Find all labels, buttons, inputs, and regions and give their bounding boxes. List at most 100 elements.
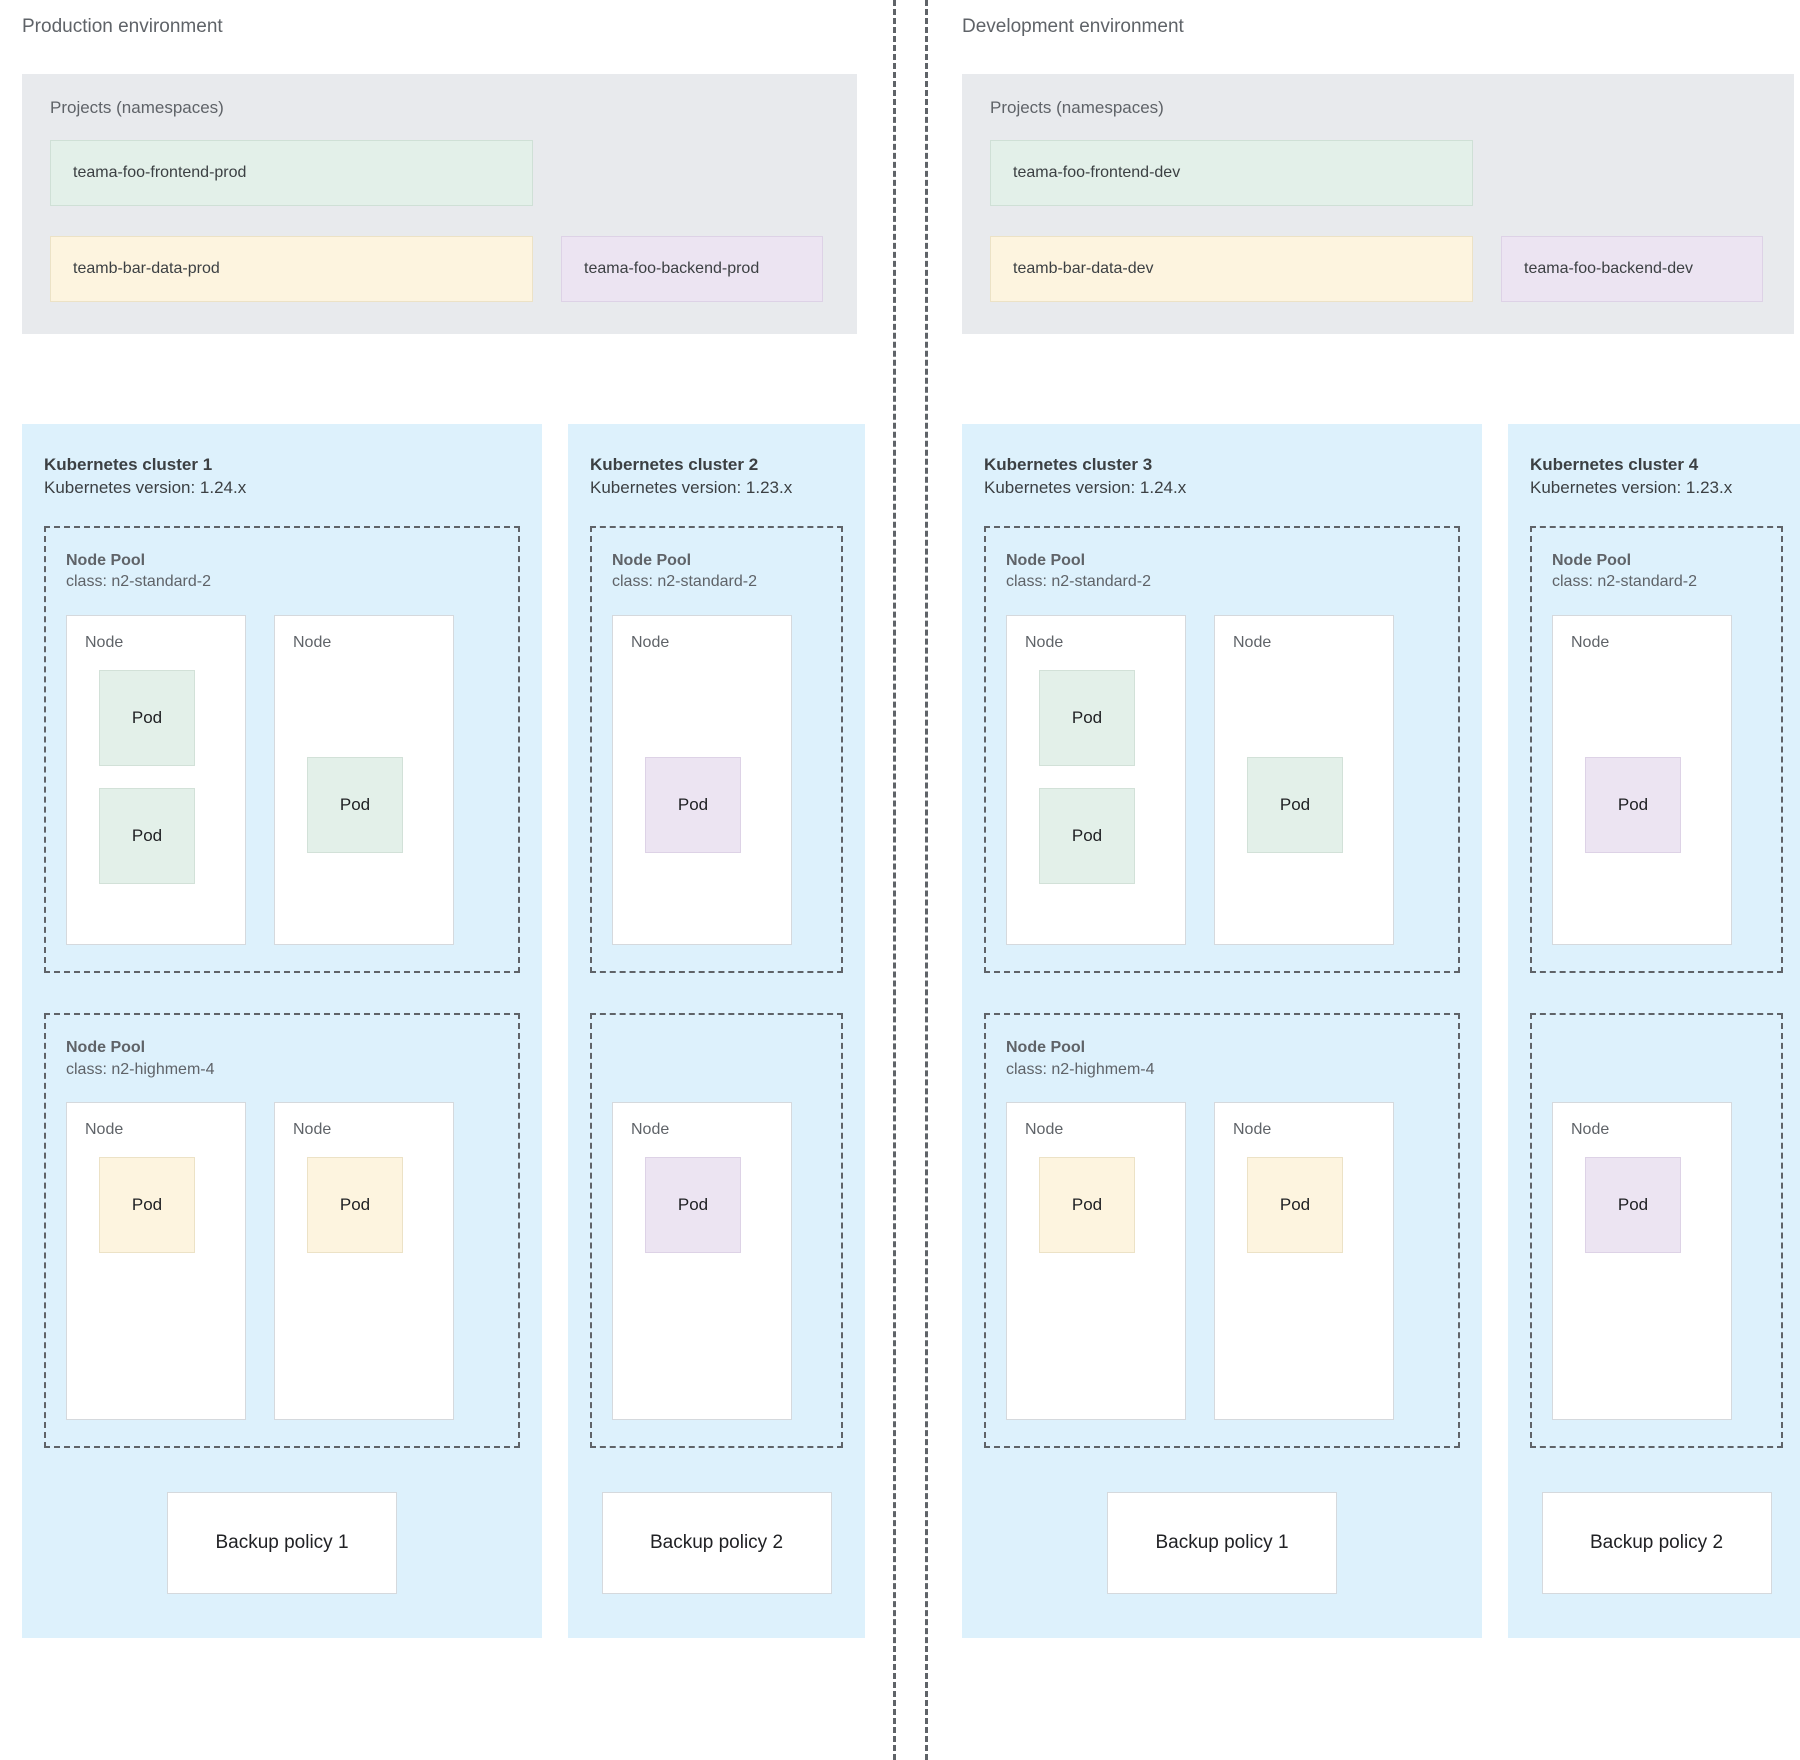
node[interactable]: Node Pod [274, 1102, 454, 1421]
node[interactable]: Node Pod [274, 615, 454, 946]
node-pool-class: class: n2-standard-2 [66, 573, 211, 591]
environment-divider-right [925, 0, 928, 1760]
namespace-box[interactable]: teamb-bar-data-dev [990, 236, 1473, 302]
node-label: Node [631, 634, 670, 652]
node-pool[interactable]: Node Pool class: n2-highmem-4 Node Pod N… [44, 1013, 520, 1449]
namespace-row: teama-foo-frontend-prod [50, 140, 829, 206]
node-pool-name: Node Pool [1552, 551, 1632, 569]
node-label: Node [293, 634, 332, 652]
node-label: Node [85, 634, 124, 652]
node[interactable]: Node Pod [1006, 1102, 1186, 1421]
backup-policy-wrap: Backup policy 2 [590, 1488, 843, 1638]
node-label: Node [631, 1121, 670, 1139]
namespace-box[interactable]: teama-foo-frontend-prod [50, 140, 533, 206]
node-label: Node [1233, 634, 1272, 652]
environment-title: Production environment [22, 16, 223, 37]
nodes-row: Node Pod [612, 615, 821, 946]
cluster-title: Kubernetes cluster 1 [44, 455, 213, 474]
node-label: Node [85, 1121, 124, 1139]
node[interactable]: Node Pod [1214, 1102, 1394, 1421]
node[interactable]: Node Pod Pod [1006, 615, 1186, 946]
pod[interactable]: Pod [1247, 1157, 1343, 1254]
kubernetes-cluster[interactable]: Kubernetes cluster 3 Kubernetes version:… [962, 424, 1482, 1639]
cluster-version: Kubernetes version: 1.23.x [590, 477, 793, 497]
pod[interactable]: Pod [307, 757, 403, 854]
cluster-version: Kubernetes version: 1.24.x [44, 477, 247, 497]
pod[interactable]: Pod [1585, 757, 1681, 854]
node-pool-class: class: n2-standard-2 [1006, 573, 1151, 591]
projects-panel: Projects (namespaces) teama-foo-frontend… [962, 74, 1794, 334]
environment-divider-left [893, 0, 896, 1760]
clusters-row: Kubernetes cluster 1 Kubernetes version:… [22, 424, 865, 1639]
pods-stack: Pod [1215, 1153, 1393, 1254]
cluster-title: Kubernetes cluster 3 [984, 455, 1153, 474]
node-label: Node [1233, 1121, 1272, 1139]
projects-label: Projects (namespaces) [990, 98, 1164, 117]
projects-panel: Projects (namespaces) teama-foo-frontend… [22, 74, 857, 334]
clusters-row: Kubernetes cluster 3 Kubernetes version:… [962, 424, 1800, 1639]
node-pool[interactable]: . . Node Pod [1530, 1013, 1783, 1449]
namespace-row: teamb-bar-data-dev teama-foo-backend-dev [990, 236, 1766, 302]
namespace-box[interactable]: teama-foo-frontend-dev [990, 140, 1473, 206]
node[interactable]: Node Pod [1552, 1102, 1732, 1421]
cluster-title: Kubernetes cluster 2 [590, 455, 759, 474]
nodes-row: Node Pod Pod Node Pod [66, 615, 498, 946]
pods-stack: Pod [1553, 666, 1731, 944]
node-pool-name: Node Pool [66, 551, 146, 569]
namespace-box[interactable]: teama-foo-backend-dev [1501, 236, 1763, 302]
backup-policy[interactable]: Backup policy 1 [167, 1492, 397, 1595]
backup-policy[interactable]: Backup policy 2 [1541, 1492, 1772, 1595]
kubernetes-cluster[interactable]: Kubernetes cluster 4 Kubernetes version:… [1508, 424, 1800, 1639]
pods-stack: Pod [275, 1153, 453, 1254]
node-pool[interactable]: Node Pool class: n2-standard-2 Node Pod … [44, 525, 520, 974]
node[interactable]: Node Pod [612, 1102, 792, 1421]
pod[interactable]: Pod [645, 1157, 741, 1254]
pod[interactable]: Pod [1247, 757, 1343, 854]
projects-label: Projects (namespaces) [50, 98, 224, 117]
node[interactable]: Node Pod [66, 1102, 246, 1421]
node-pool-name: Node Pool [1006, 551, 1086, 569]
backup-policy[interactable]: Backup policy 1 [1107, 1492, 1337, 1595]
pods-stack: Pod [613, 1153, 791, 1254]
pod[interactable]: Pod [1039, 670, 1135, 767]
node-label: Node [1025, 634, 1064, 652]
backup-policy[interactable]: Backup policy 2 [601, 1492, 832, 1595]
node[interactable]: Node Pod Pod [66, 615, 246, 946]
kubernetes-cluster[interactable]: Kubernetes cluster 1 Kubernetes version:… [22, 424, 542, 1639]
kubernetes-cluster[interactable]: Kubernetes cluster 2 Kubernetes version:… [568, 424, 865, 1639]
nodes-row: Node Pod Node Pod [66, 1102, 498, 1421]
pods-stack: Pod [1215, 666, 1393, 944]
node[interactable]: Node Pod [612, 615, 792, 946]
node-pool-class: class: n2-standard-2 [1552, 573, 1697, 591]
node-label: Node [293, 1121, 332, 1139]
node[interactable]: Node Pod [1552, 615, 1732, 946]
nodes-row: Node Pod [612, 1102, 821, 1421]
node[interactable]: Node Pod [1214, 615, 1394, 946]
pod[interactable]: Pod [645, 757, 741, 854]
namespace-row: teamb-bar-data-prod teama-foo-backend-pr… [50, 236, 829, 302]
pod[interactable]: Pod [99, 788, 195, 885]
node-pool[interactable]: . . Node Pod [590, 1013, 843, 1449]
pods-stack: Pod [67, 1153, 245, 1254]
node-pool[interactable]: Node Pool class: n2-highmem-4 Node Pod N… [984, 1013, 1460, 1449]
namespace-box[interactable]: teama-foo-backend-prod [561, 236, 823, 302]
pod[interactable]: Pod [99, 1157, 195, 1254]
cluster-title: Kubernetes cluster 4 [1530, 455, 1699, 474]
backup-policy-wrap: Backup policy 1 [44, 1488, 520, 1638]
namespace-row: teama-foo-frontend-dev [990, 140, 1766, 206]
node-pool-class: class: n2-highmem-4 [1006, 1060, 1155, 1078]
pod[interactable]: Pod [99, 670, 195, 767]
pods-stack: Pod Pod [1007, 666, 1185, 885]
pod[interactable]: Pod [1585, 1157, 1681, 1254]
pod[interactable]: Pod [307, 1157, 403, 1254]
pods-stack: Pod [613, 666, 791, 944]
node-pool[interactable]: Node Pool class: n2-standard-2 Node Pod … [984, 525, 1460, 974]
pod[interactable]: Pod [1039, 788, 1135, 885]
node-pool-class: class: n2-standard-2 [612, 573, 757, 591]
node-pool[interactable]: Node Pool class: n2-standard-2 Node Pod [590, 525, 843, 974]
node-pool[interactable]: Node Pool class: n2-standard-2 Node Pod [1530, 525, 1783, 974]
pod[interactable]: Pod [1039, 1157, 1135, 1254]
namespace-box[interactable]: teamb-bar-data-prod [50, 236, 533, 302]
node-label: Node [1571, 1121, 1610, 1139]
